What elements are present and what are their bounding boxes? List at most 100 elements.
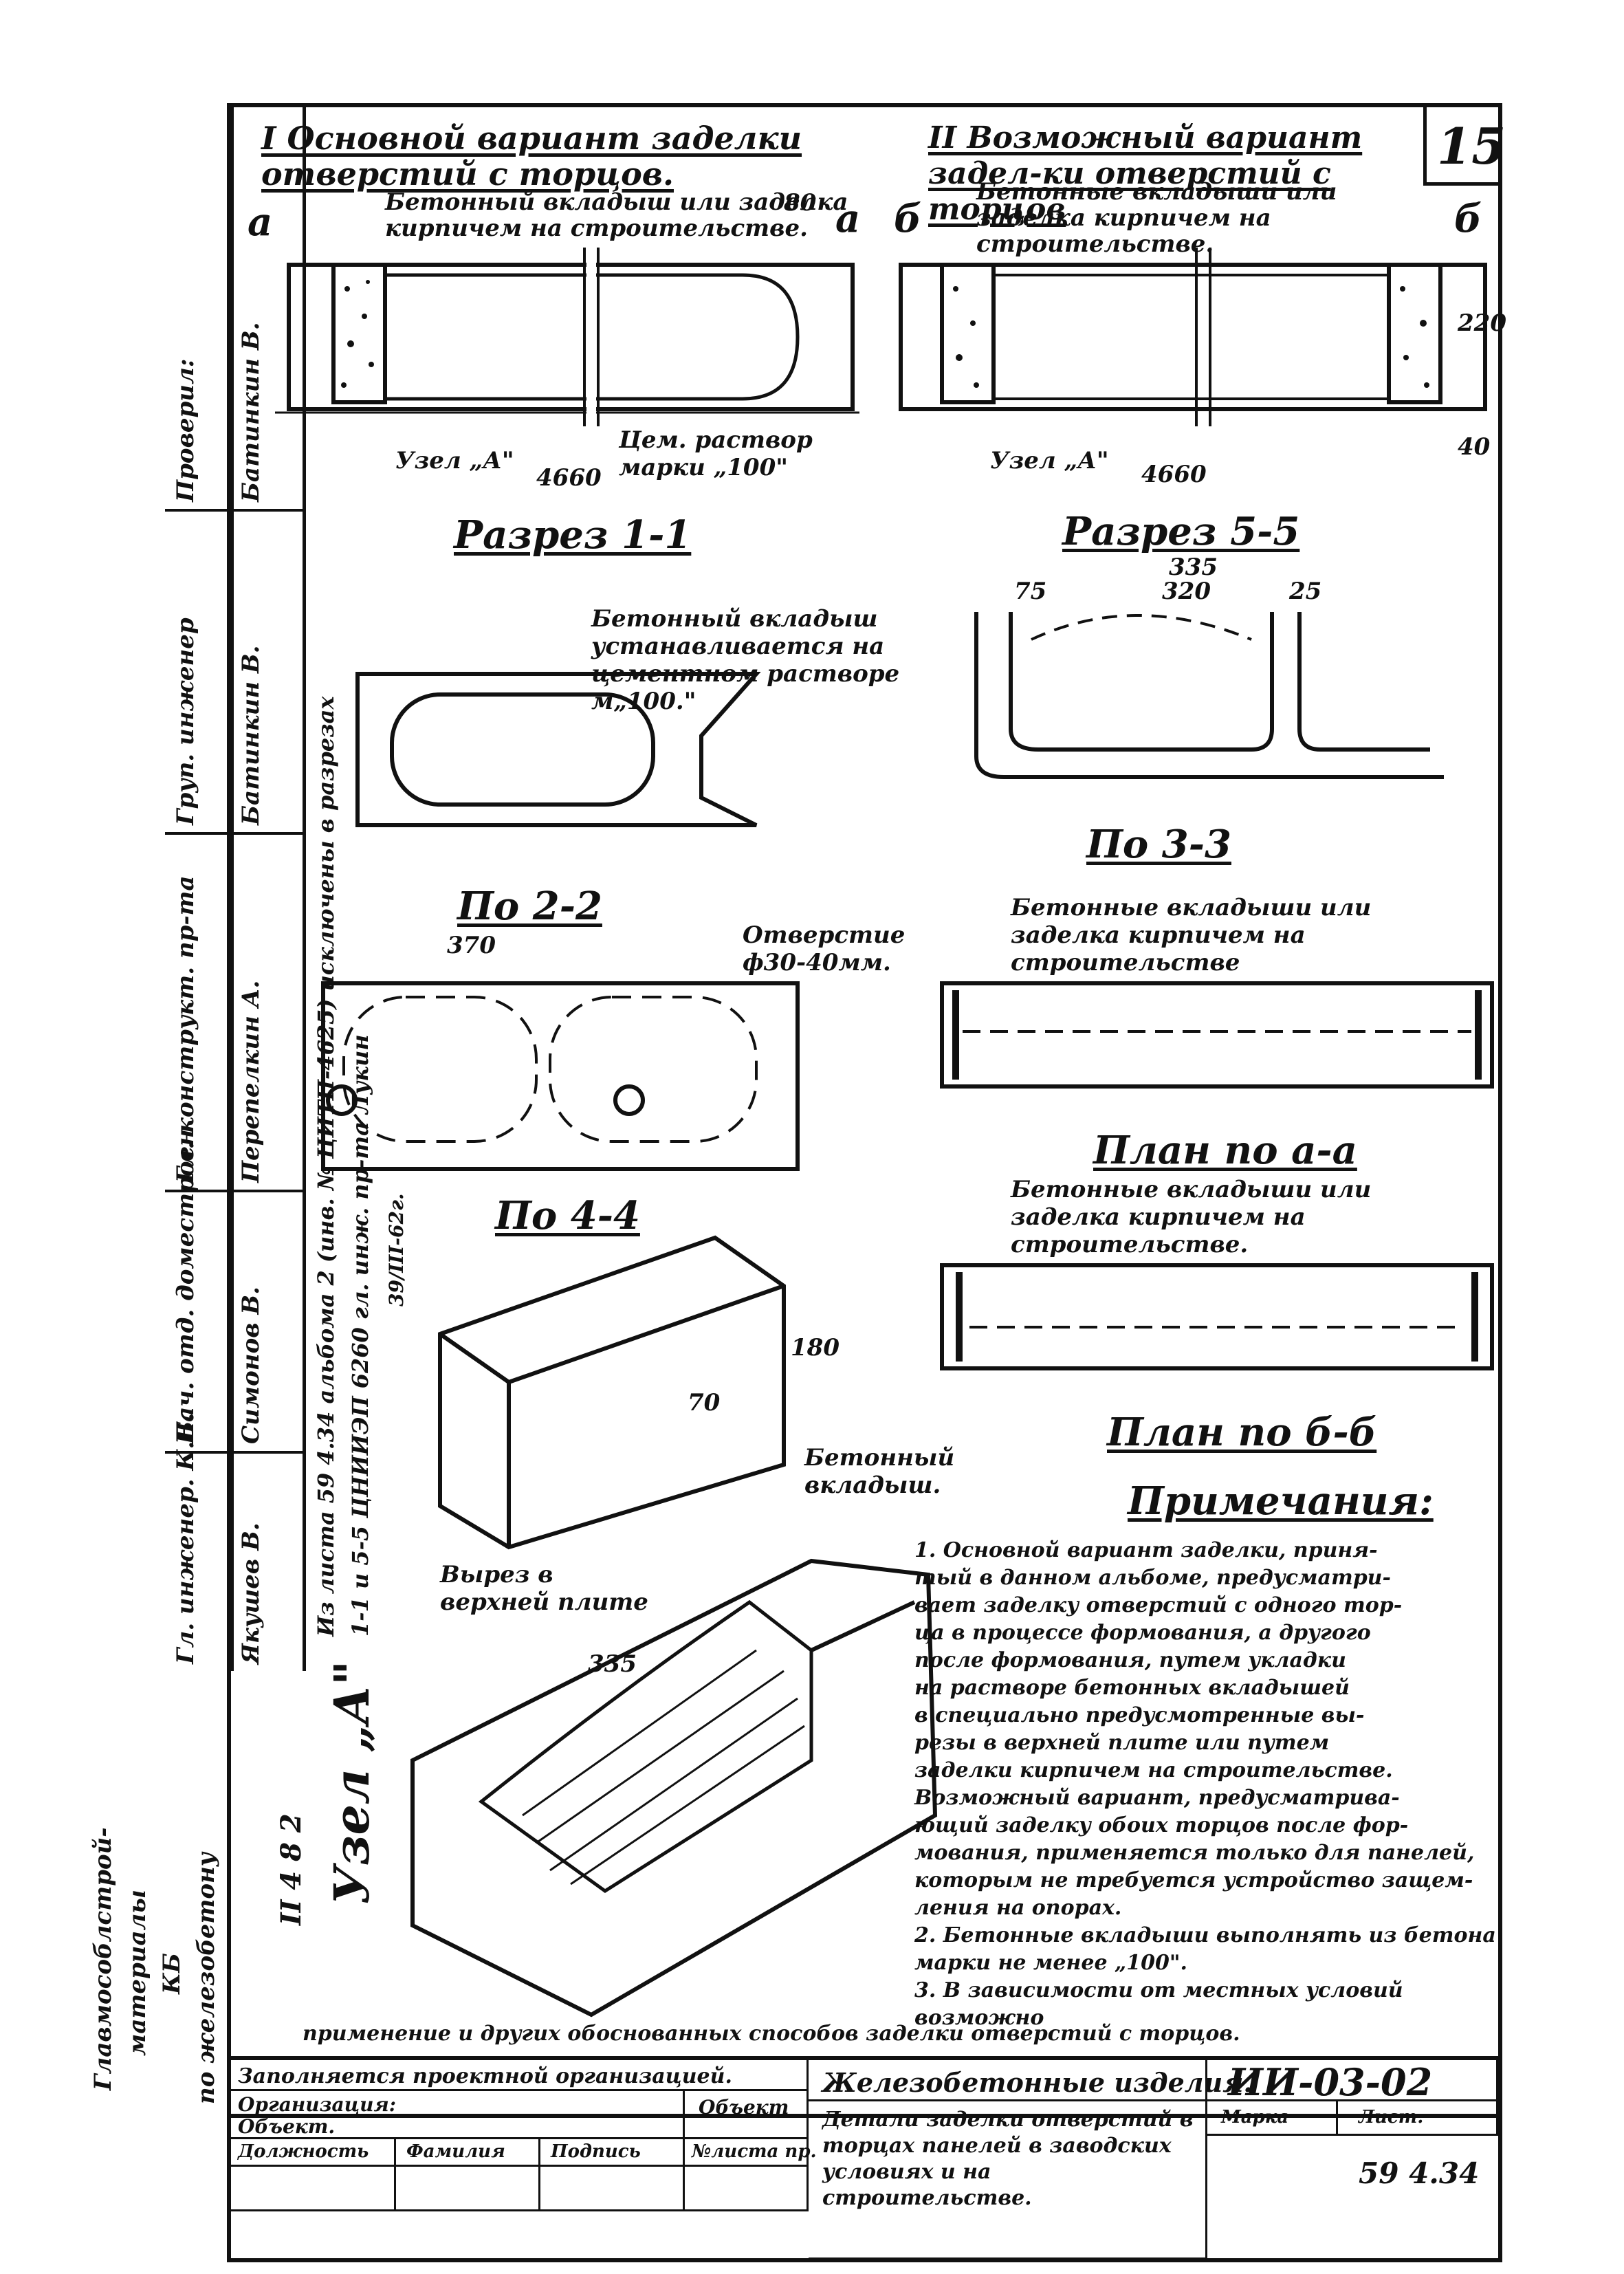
tb-fill-note-cell <box>231 2060 809 2091</box>
note-line: в специально предусмотренные вы- <box>914 1703 1365 1727</box>
dim-node-a-right: Узел „А" <box>990 447 1109 474</box>
note-line: ющий заделку обоих торцов после фор- <box>914 1813 1409 1837</box>
tb-mark-label: Марка <box>1221 2107 1289 2128</box>
approval-separator <box>165 832 303 835</box>
tb-col-sheet: №листа пр. <box>692 2141 817 2162</box>
tb-empty-row-1 <box>396 2167 540 2211</box>
dim-335-iso: 335 <box>588 1650 637 1678</box>
variant-1-title: I Основной вариант заделки отверстий с т… <box>261 120 802 193</box>
tb-sheet-label: Лист. <box>1359 2107 1424 2128</box>
cut-b-right: б <box>1454 196 1482 241</box>
tb-col-signature: Подпись <box>551 2141 641 2162</box>
tb-mark-value-cell <box>1207 2060 1498 2101</box>
note-line: тый в данном альбоме, предусматри- <box>914 1566 1391 1590</box>
dim-70: 70 <box>688 1389 721 1417</box>
tb-fill-note: Заполняется проектной организацией. <box>238 2064 732 2088</box>
note-line: 3. В зависимости от местных условий возм… <box>914 1978 1403 2030</box>
concrete-insert-label: Бетонный вкладыш. <box>804 1444 955 1499</box>
tb-col-position-cell <box>231 2139 396 2167</box>
dim-320: 320 <box>1162 578 1211 605</box>
note-line: ца в процессе формования, а другого <box>914 1621 1371 1645</box>
cut-a-right: а <box>835 196 861 241</box>
tb-empty-row-1 <box>231 2167 396 2211</box>
approval-strip-border <box>227 103 306 1671</box>
plan-bb-drawing <box>940 1263 1494 1370</box>
tb-empty-row-1 <box>685 2167 809 2211</box>
tb-org-cell <box>231 2091 685 2139</box>
insert-label-1: Бетонный вкладыш или заделка кирпичем на… <box>385 188 848 242</box>
tb-description-cell <box>809 2101 1207 2260</box>
plan-bb-note: Бетонные вкладыши или заделка кирпичем н… <box>1011 1176 1372 1258</box>
section-5-5-note: Бетонный вкладыш устанавливается на цеме… <box>591 605 900 715</box>
note-line: 2. Бетонные вкладыши выполнять из бетона <box>914 1923 1496 1947</box>
cut-b-left: б <box>894 196 922 241</box>
tb-sheet-value: 59 4.34 <box>1359 2156 1480 2190</box>
plan-bb-title: План по б-б <box>1107 1410 1377 1455</box>
cut-a-left: а <box>248 199 273 245</box>
tb-col-sheet-cell <box>685 2139 809 2167</box>
note-line: которым не требуется устройство защем- <box>914 1868 1473 1892</box>
dim-80: 80 <box>784 189 817 217</box>
note-line: марки не менее „100". <box>914 1951 1187 1975</box>
note-line: после формования, путем укладки <box>914 1648 1346 1672</box>
approval-separator <box>165 509 303 512</box>
section-2-2-title: По 2-2 <box>457 884 602 929</box>
tb-product-cell <box>809 2060 1207 2101</box>
dim-40: 40 <box>1458 433 1491 461</box>
insert-label-2: Бетонные вкладыши или заделка кирпичем н… <box>976 178 1337 258</box>
dim-25: 25 <box>1289 578 1322 605</box>
cutout-label: Вырез в верхней плите <box>440 1561 648 1616</box>
tb-mark-value: ИИ-03-02 <box>1228 2060 1433 2104</box>
note-line: ления на опорах. <box>914 1896 1122 1920</box>
section-3-3-drawing <box>940 981 1494 1089</box>
tb-organization: Организация: <box>238 2093 397 2116</box>
notes-heading: Примечания: <box>1128 1478 1434 1524</box>
dim-220: 220 <box>1458 309 1506 337</box>
variant-2-title: II Возможный вариант задел-ки отверстий … <box>928 120 1363 227</box>
note-line: Возможный вариант, предусматрива- <box>914 1786 1400 1810</box>
approval-separator <box>165 1190 303 1192</box>
tb-sheet-label-cell <box>1338 2101 1498 2136</box>
tb-col-surname-cell <box>396 2139 540 2167</box>
dim-node-a-left: Узел „А" <box>395 447 514 474</box>
dim-370: 370 <box>447 932 496 959</box>
section-5-5-drawing <box>974 612 1444 779</box>
insert-dots-1 <box>341 280 374 388</box>
tb-object-cell <box>685 2091 809 2139</box>
note-line: мования, применяется только для панелей, <box>914 1841 1475 1865</box>
section-4-4-title: По 4-4 <box>495 1193 640 1238</box>
dim-180: 180 <box>791 1334 840 1362</box>
section-5-5-title: Разрез 5-5 <box>1062 509 1300 554</box>
tb-col-signature-cell <box>540 2139 685 2167</box>
tb-product: Железобетонные изделия. <box>822 2067 1253 2098</box>
note-line: на растворе бетонных вкладышей <box>914 1676 1350 1700</box>
node-a-hatching <box>522 1649 805 1885</box>
note-line: резы в верхней плите или путем <box>914 1731 1330 1755</box>
tb-object-label: Объект <box>699 2096 789 2119</box>
cement-mortar-label: Цем. раствор марки „100" <box>619 426 813 481</box>
dim-4660-left: 4660 <box>536 464 602 492</box>
dim-4660-right: 4660 <box>1141 461 1207 488</box>
variant-1-panel <box>275 248 859 426</box>
title-block: Заполняется проектной организацией. Орга… <box>227 2056 1502 2262</box>
plan-aa-title: План по а-а <box>1093 1128 1357 1173</box>
note-line: вает заделку отверстий с одного тор- <box>914 1593 1403 1617</box>
tb-empty-row-1 <box>540 2167 685 2211</box>
drawing-frame <box>227 103 1502 2118</box>
dim-335: 335 <box>1169 554 1218 581</box>
tb-col-surname: Фамилия <box>406 2141 505 2162</box>
sheet-number-box <box>1423 103 1502 186</box>
approval-strip-border-2 <box>165 103 234 1671</box>
sheet-number: 15 <box>1437 117 1506 175</box>
node-a-drawing <box>410 1558 938 2018</box>
section-3-3-title: По 3-3 <box>1086 822 1231 867</box>
note-line: заделки кирпичем на строительстве. <box>914 1758 1393 1782</box>
hole-note: Отверстие ф30-40мм. <box>743 921 906 976</box>
section-3-3-note: Бетонные вкладыши или заделка кирпичем н… <box>1011 894 1372 976</box>
section-4-4-drawing <box>438 1235 786 1550</box>
note-line: 1. Основной вариант заделки, приня- <box>914 1538 1378 1562</box>
tb-mark-label-cell <box>1207 2101 1338 2136</box>
tb-col-position: Должность <box>238 2141 369 2162</box>
tb-object: Объект. <box>238 2115 336 2138</box>
